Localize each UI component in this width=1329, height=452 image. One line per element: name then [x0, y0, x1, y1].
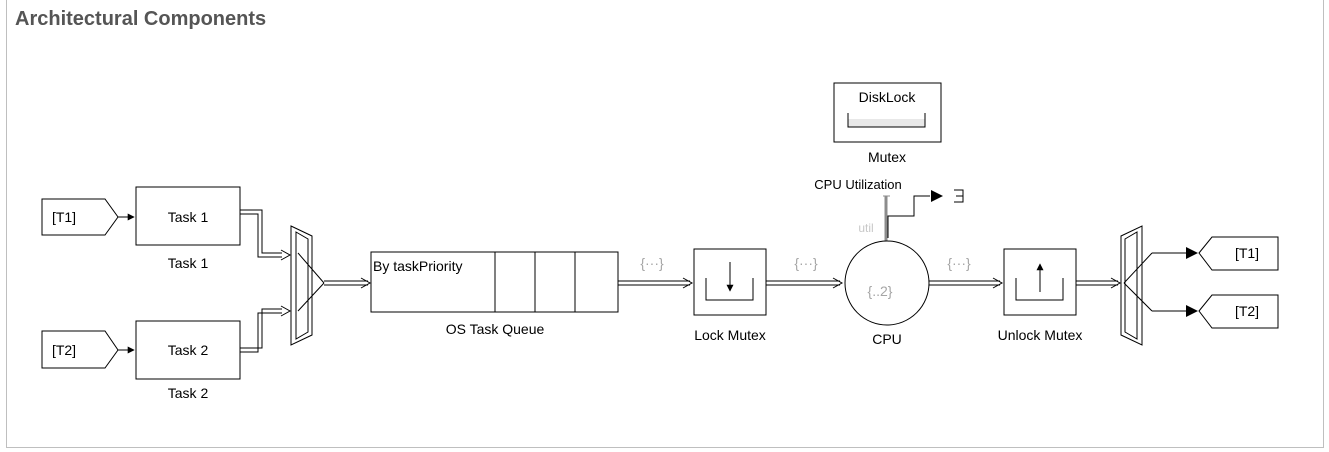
os-task-queue-block[interactable]: By taskPriority	[370, 251, 619, 313]
arrow-to-t2	[1186, 305, 1198, 317]
task2-block-text: Task 2	[168, 342, 209, 358]
cpu-block-text: {..2}	[868, 283, 893, 299]
mutex-label: Mutex	[868, 149, 906, 165]
lock-mutex-label: Lock Mutex	[694, 327, 766, 343]
goto-tag-t2-label: [T2]	[1235, 303, 1259, 319]
conn-task1-combiner	[240, 209, 292, 261]
mutex-block-text: DiskLock	[859, 89, 917, 105]
task1-label: Task 1	[168, 255, 209, 271]
task1-block-text: Task 1	[168, 209, 209, 225]
from-tag-t1-label: [T1]	[52, 209, 76, 225]
conn-task2-combiner	[240, 305, 292, 353]
conn-combiner-queue	[324, 277, 372, 289]
from-tag-t2-label: [T2]	[52, 342, 76, 358]
from-tag-t2[interactable]: [T2]	[41, 330, 119, 369]
area-title: Architectural Components	[15, 8, 267, 30]
conn-lock-cpu	[766, 277, 844, 289]
connection-badge-2: {···}	[794, 255, 818, 271]
unlock-mutex-block[interactable]	[1003, 248, 1077, 316]
queue-block-text: By taskPriority	[373, 258, 462, 274]
os-task-queue-label: OS Task Queue	[446, 321, 545, 337]
mutex-block[interactable]: DiskLock	[833, 82, 942, 143]
goto-tag-t1-label: [T1]	[1235, 245, 1259, 261]
conn-cpu-unlock	[929, 277, 1004, 289]
goto-tag-t1[interactable]: [T1]	[1198, 236, 1279, 271]
terminator-icon[interactable]	[954, 189, 964, 203]
connection-badge-1: {···}	[640, 255, 664, 271]
goto-tag-t2[interactable]: [T2]	[1198, 294, 1279, 329]
arrow-to-t1	[1186, 247, 1198, 259]
cpu-label: CPU	[872, 331, 902, 347]
entity-path-combiner[interactable]	[290, 225, 325, 346]
connection-badge-3: {···}	[947, 255, 971, 271]
task1-block[interactable]: Task 1	[135, 186, 241, 246]
entity-replicator[interactable]	[1120, 225, 1153, 346]
conn-unlock-replicator	[1076, 277, 1122, 289]
cpu-util-port-label: util	[858, 221, 873, 235]
lock-mutex-block[interactable]	[693, 248, 767, 316]
utilization-arrow	[931, 190, 943, 202]
task2-block[interactable]: Task 2	[135, 320, 241, 380]
unlock-mutex-label: Unlock Mutex	[998, 327, 1083, 343]
task2-label: Task 2	[168, 385, 209, 401]
from-tag-t1[interactable]: [T1]	[41, 198, 119, 236]
conn-queue-lock	[618, 277, 694, 289]
cpu-utilization-signal-label: CPU Utilization	[814, 177, 901, 192]
cpu-server-block[interactable]: {..2}	[844, 240, 930, 326]
